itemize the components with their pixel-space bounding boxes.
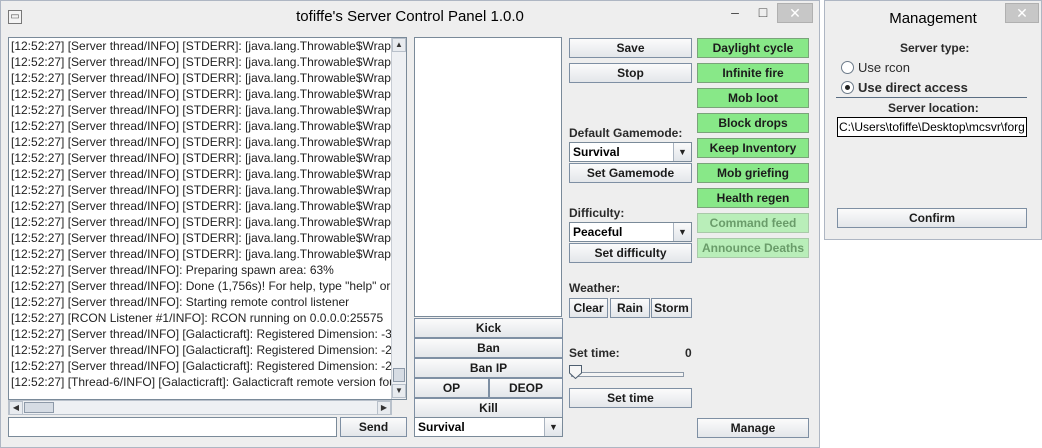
scroll-right-icon[interactable]: ▶ bbox=[377, 401, 391, 415]
log-line: [12:52:27] [Server thread/INFO] [STDERR]… bbox=[11, 119, 391, 133]
maximize-button[interactable]: □ bbox=[758, 4, 768, 20]
set-time-label: Set time: bbox=[569, 346, 620, 360]
gamerule-toggle-mob-loot[interactable]: Mob loot bbox=[697, 88, 809, 108]
minimize-button[interactable]: – bbox=[731, 4, 739, 20]
kick-button[interactable]: Kick bbox=[414, 318, 563, 338]
log-line: [12:52:27] [Server thread/INFO] [STDERR]… bbox=[11, 183, 391, 197]
default-gamemode-label: Default Gamemode: bbox=[569, 126, 683, 140]
log-line: [12:52:27] [Server thread/INFO] [STDERR]… bbox=[11, 151, 391, 165]
save-button[interactable]: Save bbox=[569, 38, 692, 58]
log-line: [12:52:27] [Thread-6/INFO] [Galacticraft… bbox=[11, 375, 393, 389]
direct-access-radio[interactable] bbox=[841, 81, 854, 94]
direct-access-option-label[interactable]: Use direct access bbox=[858, 80, 968, 95]
difficulty-label: Difficulty: bbox=[569, 206, 625, 220]
log-line: [12:52:27] [Server thread/INFO] [Galacti… bbox=[11, 343, 392, 357]
difficulty-select[interactable]: Peaceful ▼ bbox=[569, 222, 692, 242]
send-button[interactable]: Send bbox=[340, 417, 407, 437]
ban-ip-button[interactable]: Ban IP bbox=[414, 358, 563, 378]
set-gamemode-button[interactable]: Set Gamemode bbox=[569, 163, 692, 183]
gamerule-toggle-daylight-cycle[interactable]: Daylight cycle bbox=[697, 38, 809, 58]
time-slider-knob[interactable] bbox=[569, 365, 582, 379]
log-line: [12:52:27] [Server thread/INFO] [Galacti… bbox=[11, 327, 392, 341]
log-line: [12:52:27] [Server thread/INFO] [STDERR]… bbox=[11, 215, 391, 229]
log-line: [12:52:27] [Server thread/INFO] [STDERR]… bbox=[11, 247, 391, 261]
log-line: [12:52:27] [Server thread/INFO] [STDERR]… bbox=[11, 71, 391, 85]
horizontal-scrollbar[interactable]: ◀ ▶ bbox=[8, 400, 392, 415]
kill-button[interactable]: Kill bbox=[414, 398, 563, 418]
chevron-down-icon: ▼ bbox=[673, 143, 691, 161]
command-input[interactable] bbox=[8, 417, 337, 437]
log-lines: [12:52:27] [Server thread/INFO] [STDERR]… bbox=[11, 38, 393, 390]
divider bbox=[836, 97, 1027, 98]
set-difficulty-button[interactable]: Set difficulty bbox=[569, 243, 692, 263]
log-line: [12:52:27] [Server thread/INFO] [Galacti… bbox=[11, 359, 392, 373]
close-button[interactable]: ✕ bbox=[777, 3, 813, 23]
scroll-left-icon[interactable]: ◀ bbox=[9, 401, 23, 415]
manage-button[interactable]: Manage bbox=[697, 418, 809, 438]
log-line: [12:52:27] [Server thread/INFO] [STDERR]… bbox=[11, 55, 391, 69]
log-line: [12:52:27] [Server thread/INFO] [STDERR]… bbox=[11, 167, 391, 181]
op-button[interactable]: OP bbox=[414, 378, 489, 398]
difficulty-value: Peaceful bbox=[573, 225, 623, 239]
gamerule-toggle-keep-inventory[interactable]: Keep Inventory bbox=[697, 138, 809, 158]
server-type-label: Server type: bbox=[900, 41, 970, 55]
log-line: [12:52:27] [RCON Listener #1/INFO]: RCON… bbox=[11, 311, 384, 325]
gamerule-toggle-block-drops[interactable]: Block drops bbox=[697, 113, 809, 133]
scroll-up-icon[interactable]: ▲ bbox=[392, 38, 406, 52]
log-line: [12:52:27] [Server thread/INFO]: Prepari… bbox=[11, 263, 334, 277]
server-location-label: Server location: bbox=[888, 101, 979, 115]
gamerule-toggle-announce-deaths[interactable]: Announce Deaths bbox=[697, 238, 809, 258]
log-line: [12:52:27] [Server thread/INFO] [STDERR]… bbox=[11, 231, 391, 245]
horizontal-scroll-thumb[interactable] bbox=[24, 402, 54, 413]
player-gamemode-select[interactable]: Survival ▼ bbox=[414, 417, 563, 437]
rcon-option-label[interactable]: Use rcon bbox=[858, 60, 911, 75]
chevron-down-icon: ▼ bbox=[544, 418, 562, 436]
gamerule-toggle-infinite-fire[interactable]: Infinite fire bbox=[697, 63, 809, 83]
log-line: [12:52:27] [Server thread/INFO]: Done (1… bbox=[11, 279, 391, 293]
log-line: [12:52:27] [Server thread/INFO] [STDERR]… bbox=[11, 39, 391, 53]
window-title: tofiffe's Server Control Panel 1.0.0 bbox=[296, 8, 524, 25]
log-line: [12:52:27] [Server thread/INFO] [STDERR]… bbox=[11, 199, 391, 213]
rcon-radio[interactable] bbox=[841, 61, 854, 74]
set-time-button[interactable]: Set time bbox=[569, 388, 692, 408]
weather-clear-button[interactable]: Clear bbox=[569, 298, 608, 318]
title-bar: ▭ tofiffe's Server Control Panel 1.0.0 –… bbox=[1, 1, 819, 33]
gamerule-toggle-command-feed[interactable]: Command feed bbox=[697, 213, 809, 233]
weather-rain-button[interactable]: Rain bbox=[610, 298, 650, 318]
gamerule-toggle-health-regen[interactable]: Health regen bbox=[697, 188, 809, 208]
app-icon: ▭ bbox=[8, 10, 22, 24]
default-gamemode-value: Survival bbox=[573, 145, 620, 159]
scroll-down-icon[interactable]: ▼ bbox=[392, 384, 406, 398]
vertical-scrollbar[interactable]: ▲ ▼ bbox=[391, 38, 406, 399]
weather-storm-button[interactable]: Storm bbox=[651, 298, 692, 318]
gamerule-toggle-mob-griefing[interactable]: Mob griefing bbox=[697, 163, 809, 183]
log-line: [12:52:27] [Server thread/INFO] [STDERR]… bbox=[11, 87, 391, 101]
chevron-down-icon: ▼ bbox=[673, 223, 691, 241]
management-title: Management bbox=[889, 10, 977, 27]
server-location-field[interactable]: C:\Users\tofiffe\Desktop\mcsvr\forg bbox=[837, 117, 1027, 137]
time-value: 0 bbox=[685, 346, 692, 360]
stop-button[interactable]: Stop bbox=[569, 63, 692, 83]
management-close-button[interactable]: ✕ bbox=[1005, 3, 1039, 23]
log-line: [12:52:27] [Server thread/INFO] [STDERR]… bbox=[11, 103, 391, 117]
weather-label: Weather: bbox=[569, 281, 621, 295]
log-line: [12:52:27] [Server thread/INFO] [STDERR]… bbox=[11, 135, 391, 149]
console-log[interactable]: [12:52:27] [Server thread/INFO] [STDERR]… bbox=[8, 37, 407, 400]
confirm-button[interactable]: Confirm bbox=[837, 208, 1027, 228]
time-slider-track[interactable] bbox=[571, 372, 684, 377]
player-list[interactable] bbox=[414, 37, 562, 317]
ban-button[interactable]: Ban bbox=[414, 338, 563, 358]
deop-button[interactable]: DEOP bbox=[489, 378, 563, 398]
player-gamemode-value: Survival bbox=[418, 420, 465, 434]
log-line: [12:52:27] [Server thread/INFO]: Startin… bbox=[11, 295, 350, 309]
vertical-scroll-thumb[interactable] bbox=[393, 368, 405, 382]
default-gamemode-select[interactable]: Survival ▼ bbox=[569, 142, 692, 162]
